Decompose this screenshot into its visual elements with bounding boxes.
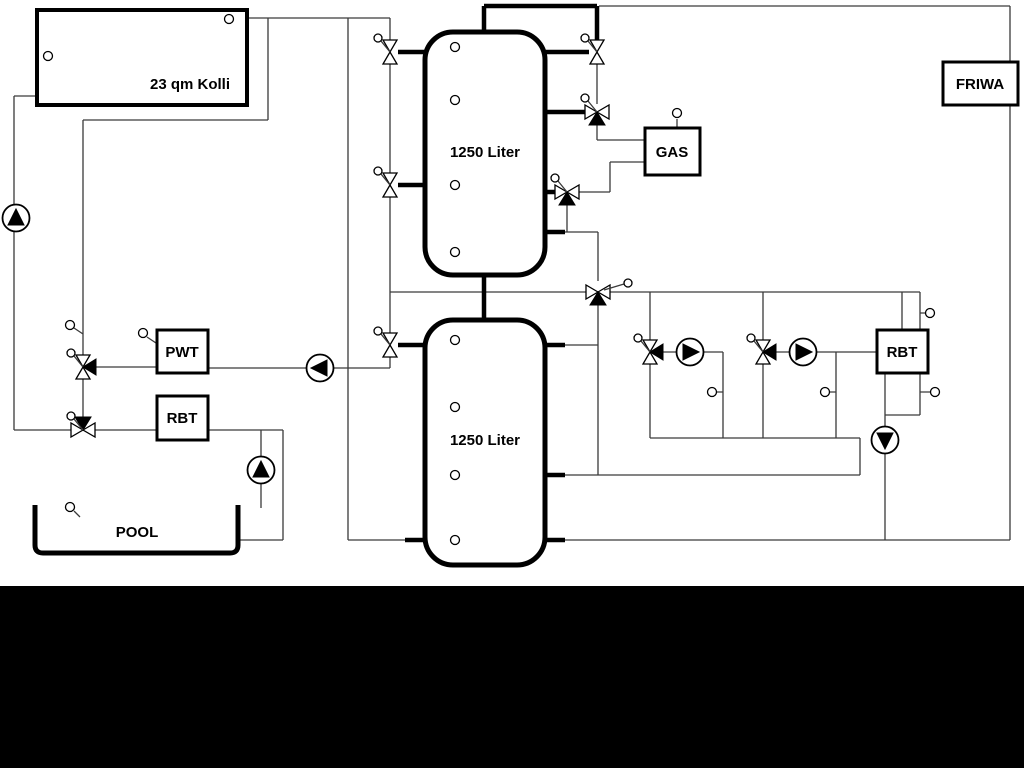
temperature-sensor-icon [223, 13, 235, 25]
temperature-sensor-icon [449, 94, 461, 106]
pump-icon [246, 455, 276, 485]
pwt-label: PWT [165, 344, 198, 361]
three-way-valve-icon [633, 333, 664, 365]
three-way-valve-icon [585, 278, 633, 306]
valve-icon [373, 166, 398, 198]
rbt-right-box [875, 328, 930, 375]
three-way-valve-icon [66, 411, 96, 438]
collector-label: 23 qm Kolli [150, 76, 230, 93]
temperature-sensor-icon [64, 501, 76, 513]
temperature-sensor-icon [819, 386, 831, 398]
temperature-sensor-icon [706, 386, 718, 398]
thick-pipes [398, 3, 600, 543]
temperature-sensor-icon [449, 334, 461, 346]
temperature-sensor-icon [671, 107, 683, 119]
temperature-sensor-icon [137, 327, 149, 339]
pwt-heat-exchanger-box [155, 328, 210, 375]
pump-icon [675, 337, 705, 367]
temperature-sensor-icon [924, 307, 936, 319]
temperature-sensor-icon [42, 50, 54, 62]
valve-icon [373, 326, 398, 358]
temperature-sensor-icon [449, 41, 461, 53]
valve-icon [373, 33, 398, 65]
tank-top-label: 1250 Liter [450, 144, 520, 161]
rbt-right-label: RBT [887, 344, 918, 361]
gas-label: GAS [656, 144, 689, 161]
buffer-tank-bottom [422, 317, 548, 568]
rbt-left-label: RBT [167, 410, 198, 427]
temperature-sensors [42, 13, 941, 546]
pump-icon [788, 337, 818, 367]
three-way-valve-icon [66, 348, 97, 380]
rbt-left-box [155, 394, 210, 442]
friwa-box [941, 60, 1020, 107]
temperature-sensor-icon [449, 534, 461, 546]
temperature-sensor-icon [929, 386, 941, 398]
friwa-label: FRIWA [956, 76, 1004, 93]
temperature-sensor-icon [449, 401, 461, 413]
valve-icon [580, 33, 605, 65]
temperature-sensor-icon [449, 179, 461, 191]
pump-icon [870, 425, 900, 455]
pool-basin [32, 505, 241, 556]
temperature-sensor-icon [64, 319, 76, 331]
gas-boiler-box [643, 126, 702, 177]
pool-label: POOL [116, 524, 159, 541]
pump-icon [1, 203, 31, 233]
three-way-valve-icon [746, 333, 777, 365]
pump-icon [305, 353, 335, 383]
temperature-sensor-icon [449, 246, 461, 258]
three-way-valve-icon [580, 93, 610, 126]
tank-bottom-label: 1250 Liter [450, 432, 520, 449]
temperature-sensor-icon [449, 469, 461, 481]
three-way-valve-icon [550, 173, 580, 206]
bottom-black-band [0, 586, 1024, 768]
solar-collector-box [35, 8, 249, 107]
buffer-tank-top [422, 29, 548, 278]
